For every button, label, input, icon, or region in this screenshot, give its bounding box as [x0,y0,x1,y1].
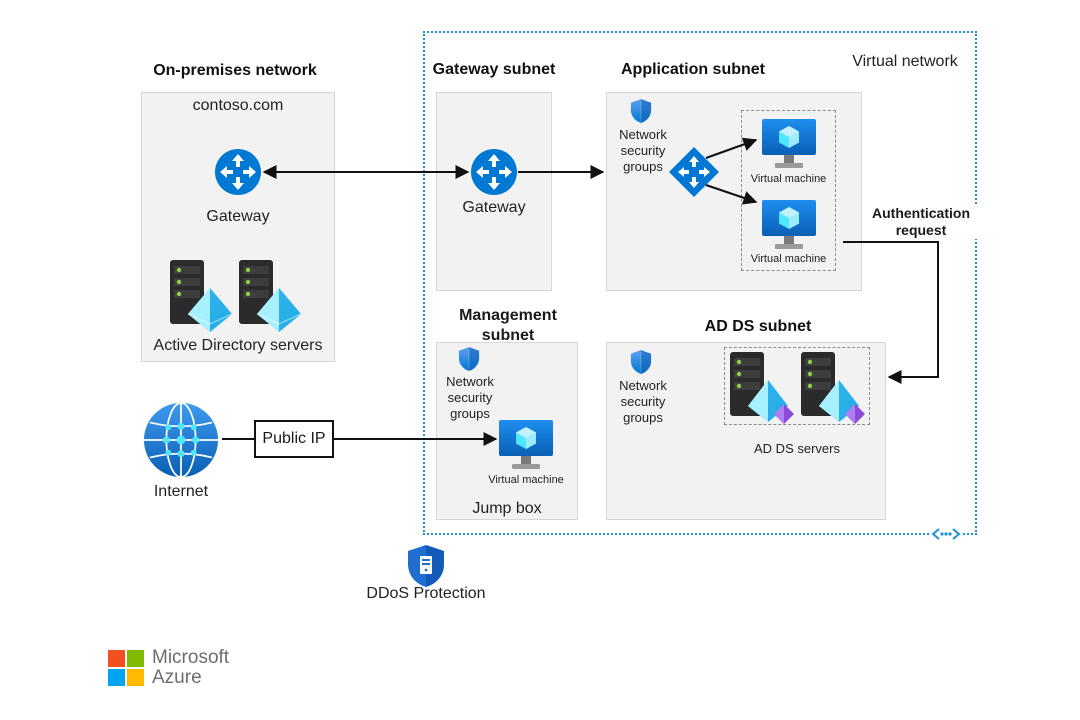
adds-nsg-label-line: groups [623,410,663,425]
active-directory-servers-label: Active Directory servers [153,337,323,354]
vnet-gateway-label: Gateway [462,199,526,216]
gateway-subnet-title: Gateway subnet [432,61,556,78]
adds-nsg-label-line: security [620,394,666,409]
onprem-title: On-premises network [153,62,317,79]
app-vm1-label: Virtual machine [750,173,827,185]
mgmt-nsg-label: Network security groups [436,374,504,422]
virtual-network-boundary [423,31,977,535]
logo-text: Microsoft Azure [152,648,229,688]
management-subnet-title-line: Management [459,307,557,324]
auth-request-arrow [843,241,939,384]
jumpbox-vm-label: Virtual machine [488,474,564,486]
mgmt-nsg-label-line: security [447,390,493,405]
app-nsg-label-line: Network [619,127,667,142]
virtual-network-icon [930,527,962,541]
internet-label: Internet [153,483,209,500]
lb-to-vm1-arrow [705,137,758,159]
adds-nsg-label-line: Network [619,378,667,393]
adds-nsg-label: Network security groups [608,378,678,426]
app-vm2-label: Virtual machine [750,253,827,265]
lb-to-vm2-arrow [705,184,758,205]
microsoft-azure-logo: Microsoft Azure [108,648,248,689]
application-subnet-title: Application subnet [621,61,765,78]
logo-text-line2: Azure [152,667,202,688]
onprem-box [141,92,335,362]
mgmt-nsg-label-line: Network [446,374,494,389]
virtual-network-label: Virtual network [852,53,958,70]
mgmt-nsg-label-line: groups [450,406,490,421]
auth-request-label: Authentication request [862,205,980,239]
auth-request-line: request [895,222,947,238]
management-subnet-title-line: subnet [481,327,535,344]
logo-text-line1: Microsoft [152,647,230,668]
management-subnet-title: Management subnet [446,306,570,346]
adds-servers-label: AD DS servers [754,441,840,456]
vm-group-dashed [741,110,836,271]
ddos-protection-label: DDoS Protection [366,585,486,602]
application-subnet-box [606,92,862,291]
onprem-domain: contoso.com [192,97,284,114]
public-ip-box: Public IP [254,420,334,458]
public-ip-label: Public IP [262,430,326,447]
app-nsg-label-line: security [620,143,666,158]
microsoft-logo-icon [108,650,144,686]
adds-subnet-title: AD DS subnet [704,318,812,335]
adds-server-group-dashed [724,347,870,425]
jumpbox-label: Jump box [472,500,542,517]
app-nsg-label-line: groups [623,159,663,174]
auth-request-line: Authentication [872,205,970,221]
onprem-gateway-label: Gateway [206,208,270,225]
app-nsg-label: Network security groups [608,127,678,175]
